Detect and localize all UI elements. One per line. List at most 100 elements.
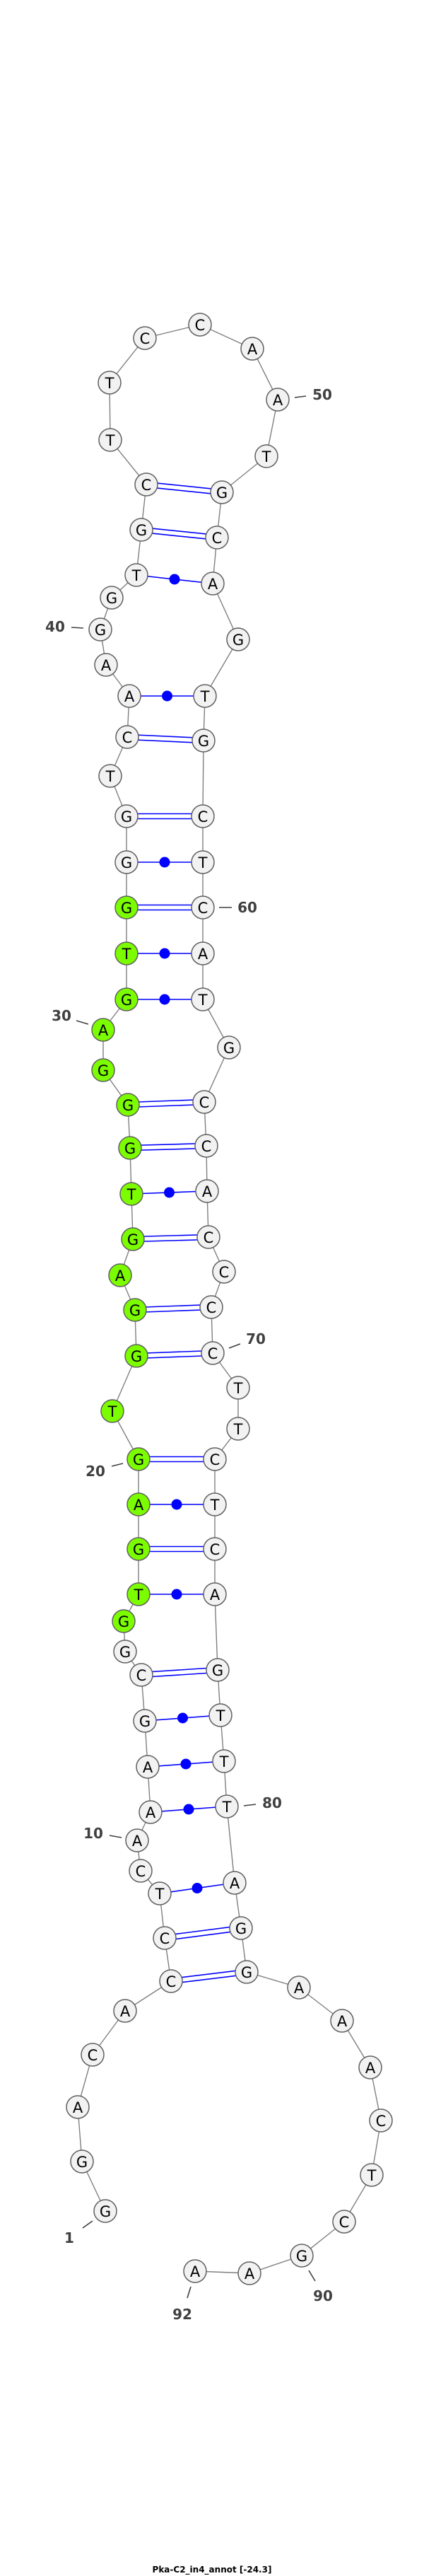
nucleotide-60: C xyxy=(191,895,215,919)
position-number: 1 xyxy=(64,2229,74,2246)
nucleotide-61: A xyxy=(191,941,215,965)
pair-bond-line xyxy=(135,1309,212,1313)
canonical-pair xyxy=(139,1456,215,1463)
nucleotide-2: G xyxy=(70,2149,94,2174)
position-tick xyxy=(82,2220,93,2229)
base-circle xyxy=(210,480,234,504)
highlighted-base-circle xyxy=(124,1344,148,1368)
nucleotide-11: A xyxy=(139,1800,163,1824)
wobble-pair xyxy=(139,1499,215,1510)
base-letter: G xyxy=(139,1713,151,1730)
base-letter: G xyxy=(129,1302,141,1319)
base-letter: G xyxy=(76,2154,88,2171)
base-circle xyxy=(114,850,139,874)
position-tick xyxy=(71,627,84,629)
highlighted-base-circle xyxy=(126,1582,151,1606)
base-letter: G xyxy=(133,1541,144,1558)
position-label-92: 92 xyxy=(172,2286,192,2323)
base-circle xyxy=(201,572,225,596)
base-circle xyxy=(212,1749,236,1773)
base-circle xyxy=(203,1447,227,1471)
base-letter: C xyxy=(136,1667,147,1684)
position-number: 60 xyxy=(237,899,257,916)
pair-bond-line xyxy=(129,1142,206,1147)
nucleotide-59: T xyxy=(191,850,215,874)
base-letter: T xyxy=(126,1186,136,1203)
base-letter: A xyxy=(337,2013,348,2030)
nucleotide-21: T xyxy=(100,1399,124,1423)
pair-dot xyxy=(169,574,180,585)
nucleotide-47: C xyxy=(133,326,157,350)
pair-bond-line xyxy=(130,1147,207,1151)
base-circle xyxy=(212,1260,236,1284)
nucleotide-15: G xyxy=(113,1640,137,1664)
pair-bond-line xyxy=(136,1350,213,1354)
nucleotide-41: G xyxy=(100,586,124,610)
base-letter: C xyxy=(210,1541,220,1558)
nucleotide-7: C xyxy=(153,1926,177,1950)
pair-bond-line xyxy=(141,526,218,536)
base-circle xyxy=(148,1881,172,1905)
nucleotide-35: G xyxy=(114,804,139,828)
position-label-10: 10 xyxy=(83,1825,122,1842)
base-circle xyxy=(159,1969,183,1993)
base-letter: G xyxy=(216,485,228,501)
wobble-pair xyxy=(139,1589,215,1600)
base-letter: G xyxy=(100,2203,111,2220)
nucleotide-89: C xyxy=(332,2210,356,2234)
base-circle xyxy=(66,2095,90,2119)
highlighted-base-circle xyxy=(119,1182,143,1206)
nucleotide-52: G xyxy=(210,480,234,504)
nucleotide-83: G xyxy=(235,1960,259,1984)
nucleotide-70: C xyxy=(201,1341,225,1365)
base-letter: A xyxy=(190,2263,201,2280)
base-letter: T xyxy=(107,1403,117,1420)
base-circle xyxy=(290,2244,314,2268)
base-circle xyxy=(134,472,158,497)
base-letter: A xyxy=(210,1586,220,1603)
highlighted-base-circle xyxy=(114,895,139,919)
base-letter: C xyxy=(208,1345,218,1362)
base-circle xyxy=(203,1582,227,1606)
nucleotide-12: A xyxy=(136,1755,160,1779)
canonical-pair xyxy=(132,1234,209,1243)
pair-bond-line xyxy=(146,481,223,491)
pair-bond-line xyxy=(141,1671,218,1678)
position-tick xyxy=(111,1463,124,1467)
pair-bond-line xyxy=(165,1930,242,1942)
pair-dot xyxy=(171,1589,182,1600)
base-circle xyxy=(226,627,250,651)
base-circle xyxy=(191,804,215,828)
base-circle xyxy=(114,804,139,828)
base-letter: G xyxy=(127,1231,139,1248)
wobble-pair xyxy=(126,948,203,959)
base-letter: C xyxy=(199,1094,210,1111)
base-letter: T xyxy=(105,432,115,449)
base-circle xyxy=(129,1663,153,1687)
base-letter: C xyxy=(136,1863,146,1880)
nucleotide-39: A xyxy=(94,653,118,677)
nucleotide-87: C xyxy=(369,2108,393,2133)
base-letter: C xyxy=(140,330,151,347)
position-label-50: 50 xyxy=(294,386,332,403)
wobble-pair xyxy=(126,994,203,1005)
base-letter: C xyxy=(206,1299,217,1316)
wobble-pair xyxy=(136,574,213,585)
base-circle xyxy=(124,563,148,587)
base-letter: G xyxy=(198,733,209,750)
nucleotide-53: C xyxy=(205,526,229,550)
base-circle xyxy=(81,2043,105,2067)
nucleotide-62: T xyxy=(191,987,215,1011)
nucleotide-75: C xyxy=(203,1537,227,1561)
nucleotide-82: G xyxy=(229,1916,253,1940)
position-number: 20 xyxy=(86,1463,105,1480)
nucleotide-92: A xyxy=(183,2259,207,2283)
nucleotide-51: T xyxy=(254,444,278,468)
base-letter: G xyxy=(241,1964,252,1981)
nucleotide-76: A xyxy=(203,1582,227,1606)
base-circle xyxy=(195,1179,219,1203)
base-letter: A xyxy=(202,1183,213,1200)
backbone-link xyxy=(214,1594,218,1671)
position-tick xyxy=(243,1804,257,1806)
base-circle xyxy=(129,1859,153,1883)
